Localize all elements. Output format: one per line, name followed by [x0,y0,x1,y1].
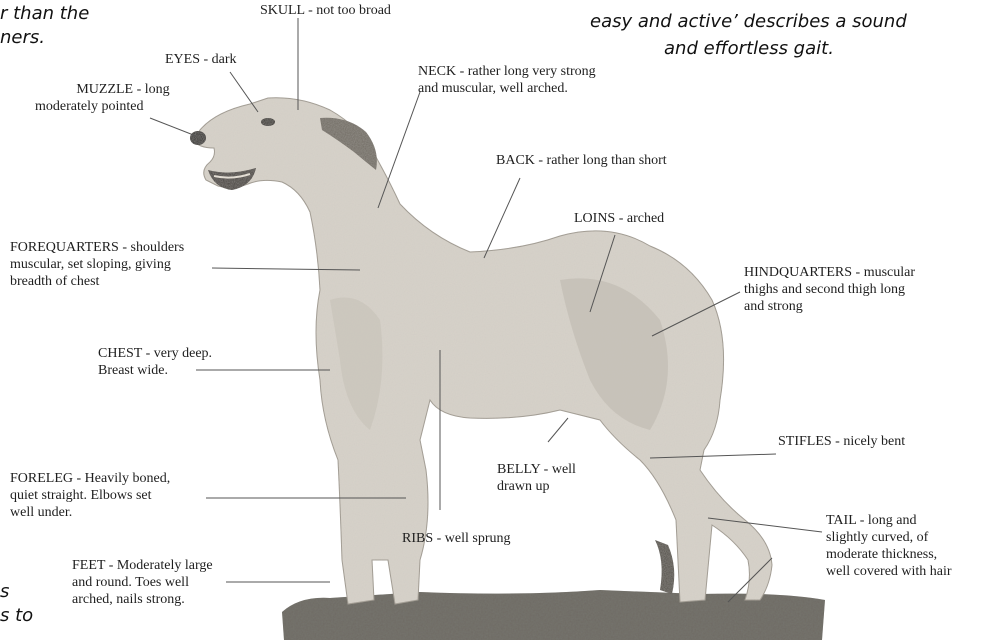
label-forequarters-3: breadth of chest [10,273,99,290]
side-text-bottom-left-2: s to [0,604,33,627]
side-text-bottom-left-1: s [0,580,9,603]
label-foreleg-2: quiet straight. Elbows set [10,487,152,504]
label-chest-1: CHEST - very deep. [98,345,212,362]
label-tail-3: moderate thickness, [826,546,937,563]
label-stifles: STIFLES - nicely bent [778,433,905,450]
dog-figure [190,98,772,604]
label-belly-1: BELLY - well [497,461,576,478]
label-tail-1: TAIL - long and [826,512,917,529]
label-muzzle-2: moderately pointed [35,98,143,115]
label-feet-2: and round. Toes well [72,574,189,591]
label-forequarters-2: muscular, set sloping, giving [10,256,171,273]
label-foreleg-1: FORELEG - Heavily boned, [10,470,170,487]
label-ribs: RIBS - well sprung [402,530,511,547]
label-tail-2: slightly curved, of [826,529,928,546]
label-feet-1: FEET - Moderately large [72,557,213,574]
side-text-top-right-1: easy and active’ describes a sound [590,10,907,33]
label-hindquarters-2: thighs and second thigh long [744,281,905,298]
label-neck-1: NECK - rather long very strong [418,63,596,80]
label-hindquarters-3: and strong [744,298,803,315]
label-hindquarters-1: HINDQUARTERS - muscular [744,264,915,281]
label-back: BACK - rather long than short [496,152,667,169]
label-neck-2: and muscular, well arched. [418,80,568,97]
label-feet-3: arched, nails strong. [72,591,185,608]
side-text-top-right-2: and effortless gait. [664,37,834,60]
side-text-top-left-1: r than the [0,2,89,25]
label-chest-2: Breast wide. [98,362,168,379]
label-foreleg-3: well under. [10,504,72,521]
label-skull: SKULL - not too broad [260,2,391,19]
label-forequarters-1: FOREQUARTERS - shoulders [10,239,184,256]
side-text-top-left-2: ners. [0,26,45,49]
label-belly-2: drawn up [497,478,550,495]
label-tail-4: well covered with hair [826,563,952,580]
label-loins: LOINS - arched [574,210,664,227]
label-eyes: EYES - dark [165,51,237,68]
label-muzzle-1: MUZZLE - long [38,81,208,98]
